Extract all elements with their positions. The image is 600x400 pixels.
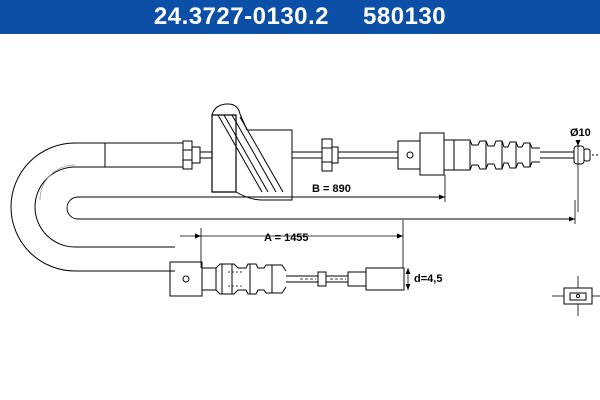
title-bar: 24.3727-0130.2 580130 <box>0 0 600 34</box>
dimension-b-label: B = 890 <box>312 183 351 195</box>
end-view-symbol <box>552 276 600 316</box>
reference-number: 580130 <box>363 3 447 30</box>
upper-nut-right <box>321 138 339 172</box>
upper-end-fitting <box>397 132 540 176</box>
end-nipple <box>573 145 598 165</box>
part-number: 24.3727-0130.2 <box>153 3 330 30</box>
upper-nut-left <box>182 140 201 170</box>
lower-end-fitting <box>169 261 287 297</box>
cable-sheath <box>10 142 175 272</box>
dimension-d-label: d=4,5 <box>414 273 442 285</box>
rubber-grommet <box>211 103 293 201</box>
cable-drawing: B = 890 A = 1455 Ø10 d=4,5 <box>10 103 600 316</box>
dimension-a-label: A = 1455 <box>264 232 309 244</box>
upper-sleeve <box>104 142 184 168</box>
lower-barrel-end <box>317 267 405 291</box>
dimension-a <box>180 220 404 268</box>
dimension-b-loop <box>66 194 575 222</box>
dimension-d <box>405 268 411 290</box>
diameter-label: Ø10 <box>570 127 591 139</box>
